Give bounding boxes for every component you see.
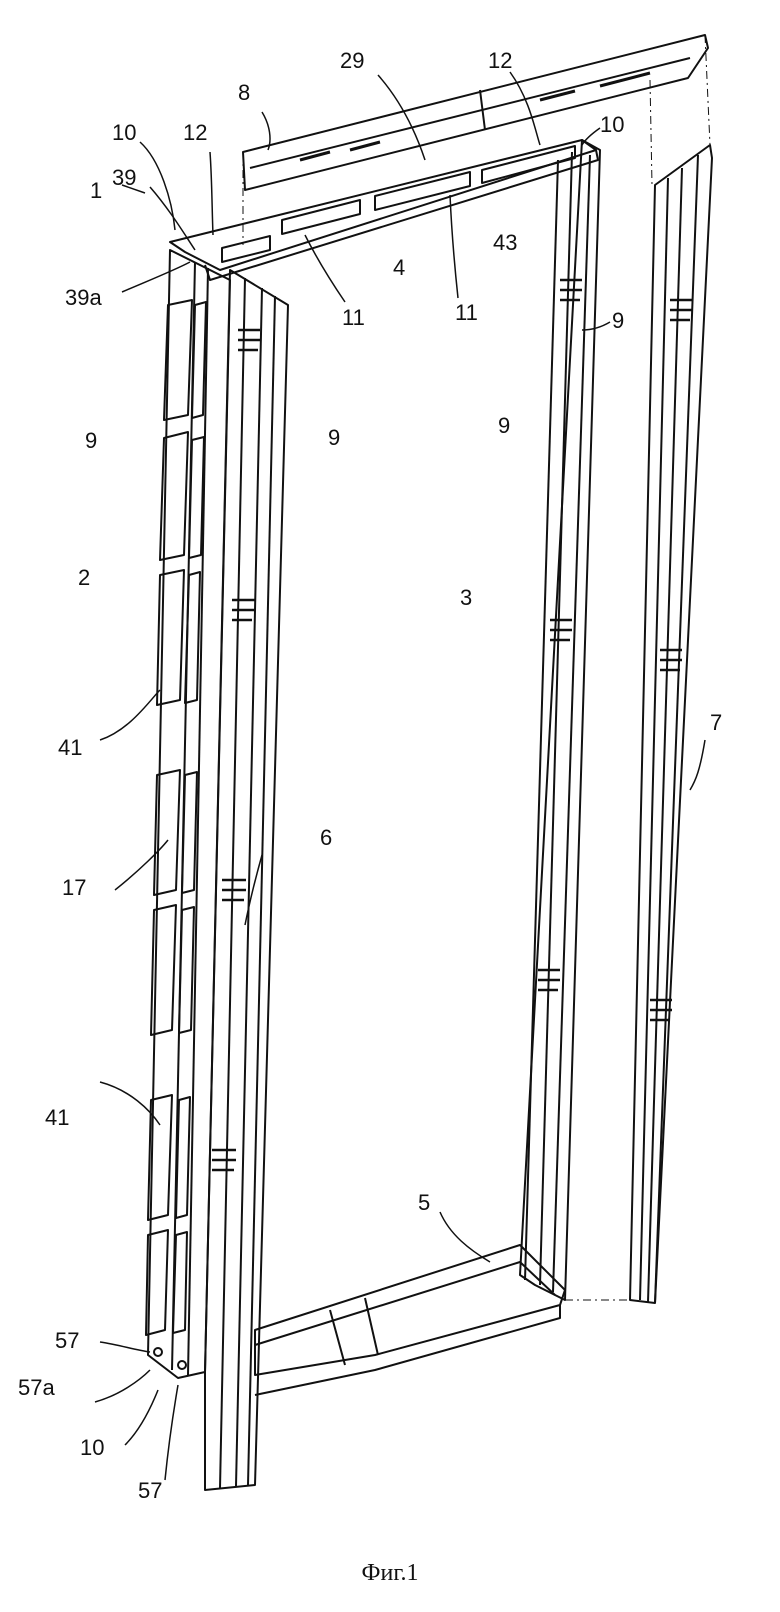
- sill-5: [254, 1244, 566, 1396]
- label-39a: 39a: [65, 285, 102, 310]
- hatching: [212, 278, 692, 1172]
- figure-caption: Фиг.1: [361, 1560, 419, 1586]
- label-10-bottom: 10: [80, 1435, 104, 1460]
- label-4: 4: [393, 255, 405, 280]
- left-trim-6: [204, 269, 289, 1491]
- label-17: 17: [62, 875, 86, 900]
- label-9-right-upper: 9: [612, 308, 624, 333]
- label-5: 5: [418, 1190, 430, 1215]
- projection-lines: [242, 34, 711, 1301]
- label-10-top-right: 10: [600, 112, 624, 137]
- label-3: 3: [460, 585, 472, 610]
- leader-lines: [94, 71, 706, 1481]
- label-8: 8: [238, 80, 250, 105]
- label-2: 2: [78, 565, 90, 590]
- label-7: 7: [710, 710, 722, 735]
- label-12-top-left: 12: [183, 120, 207, 145]
- label-11-right: 11: [455, 300, 478, 325]
- label-57-upper: 57: [55, 1328, 79, 1353]
- label-9-right-mid: 9: [498, 413, 510, 438]
- label-41-lower: 41: [45, 1105, 69, 1130]
- header-4: [169, 139, 599, 281]
- top-trim-8: [242, 34, 709, 191]
- right-trim-7: [629, 144, 713, 1304]
- label-39: 39: [112, 165, 136, 190]
- label-9-left-trim: 9: [328, 425, 340, 450]
- label-29: 29: [340, 48, 364, 73]
- label-9-left: 9: [85, 428, 97, 453]
- label-57a: 57a: [18, 1375, 55, 1400]
- right-jamb-3: [519, 139, 601, 1301]
- label-12-top-right: 12: [488, 48, 512, 73]
- label-11-left: 11: [342, 305, 365, 330]
- label-41-upper: 41: [58, 735, 82, 760]
- label-10-top-left: 10: [112, 120, 136, 145]
- label-6: 6: [320, 825, 332, 850]
- label-43: 43: [493, 230, 517, 255]
- label-57-lower: 57: [138, 1478, 162, 1503]
- label-1: 1: [90, 178, 102, 203]
